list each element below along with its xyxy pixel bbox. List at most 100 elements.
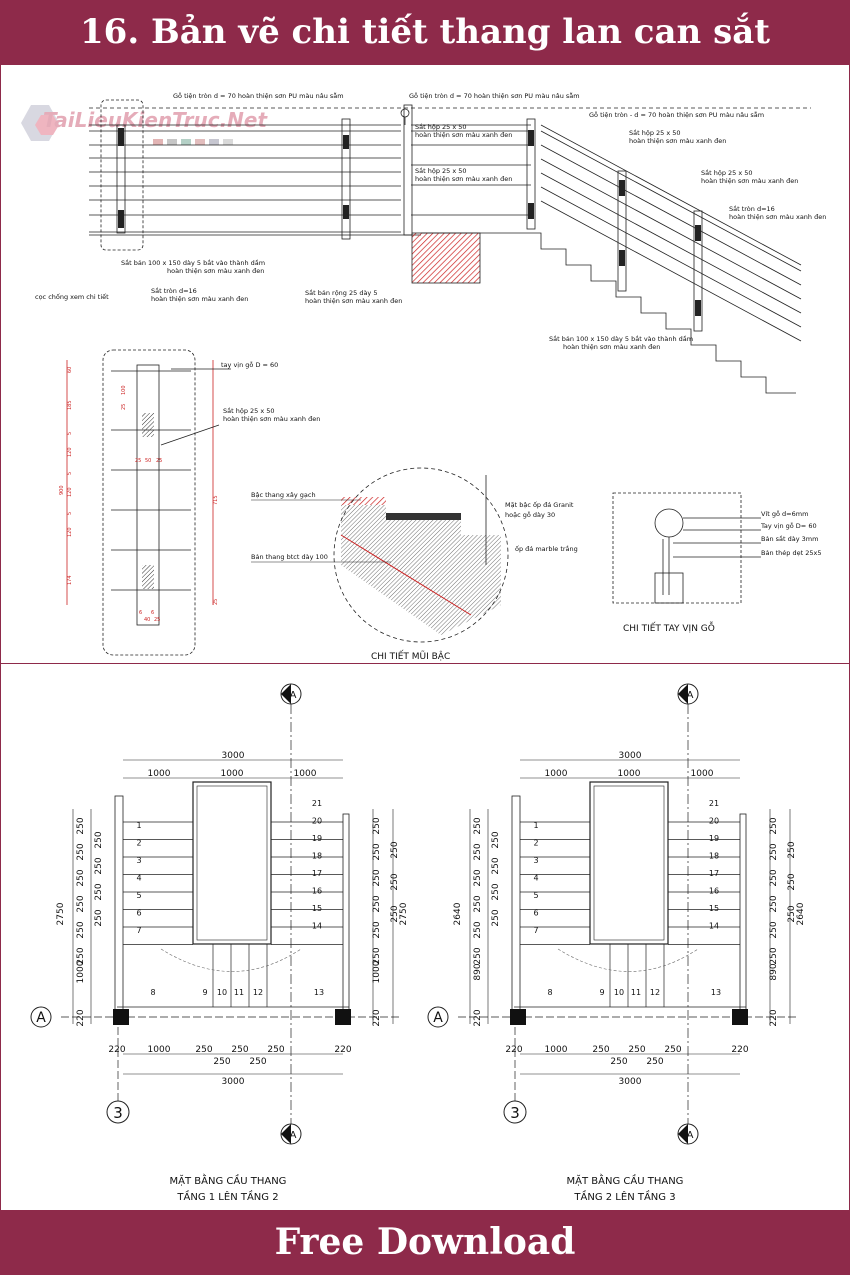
step-number: 7	[136, 926, 141, 935]
railing-details-panel: TaiLieuKienTruc.Net	[0, 64, 850, 664]
note: Sắt tròn d=16	[151, 286, 197, 295]
dim-left: 250	[473, 947, 483, 964]
dim-top-total: 3000	[619, 751, 642, 761]
dim-top: 1000	[618, 769, 641, 779]
dim: 5	[67, 432, 73, 435]
note: Gỗ tiện tròn - d = 70 hoàn thiện sơn PU …	[589, 110, 764, 119]
grid-row-label: A	[36, 1010, 46, 1026]
dim-bottom-sub: 250	[213, 1057, 230, 1067]
dim-left-inner: 250	[94, 831, 104, 848]
post-detail-labels: tay vịn gỗ D = 60 Sắt hộp 25 x 50 hoàn t…	[221, 360, 320, 423]
dim-bottom: 250	[664, 1045, 681, 1055]
note: Sắt bản rộng 25 dày 5	[305, 288, 377, 297]
dim-bottom: 220	[334, 1045, 351, 1055]
note: Sắt bản 100 x 150 dày 5 bắt vào thành dầ…	[549, 334, 693, 343]
handrail-detail	[612, 492, 761, 604]
step-number: 14	[312, 922, 322, 931]
plan-title: MẶT BẰNG CẦU THANG	[567, 1173, 684, 1187]
note: Sắt hộp 25 x 50	[415, 122, 467, 131]
grid-col-label: 3	[510, 1104, 520, 1122]
step-number: 1	[136, 821, 141, 830]
watermark-logo: TaiLieuKienTruc.Net	[21, 105, 268, 145]
dim: 5	[67, 472, 73, 475]
section-marker-arrow	[281, 684, 291, 704]
note: Gỗ tiện tròn d = 70 hoàn thiện sơn PU mà…	[173, 91, 344, 100]
grid-row-label: A	[433, 1010, 443, 1026]
dim-right-total: 2640	[796, 902, 806, 925]
dim-left-total: 2640	[453, 902, 463, 925]
dim-total: 900	[59, 485, 65, 495]
dim-right: 220	[769, 1009, 779, 1026]
dim: 120	[67, 487, 73, 497]
dim: 174	[67, 575, 73, 585]
step-number: 19	[312, 834, 322, 843]
dim: 25	[213, 599, 219, 605]
dim-right: 250	[769, 817, 779, 834]
dim-left: 250	[76, 921, 86, 938]
step-number: 21	[312, 799, 322, 808]
dim-right-inner: 250	[390, 905, 400, 922]
box-finish-label: hoàn thiện sơn màu xanh đen	[223, 415, 320, 423]
dim-bottom: 220	[108, 1045, 125, 1055]
stair-well-inner	[196, 785, 268, 941]
plan-subtitle: TẦNG 2 LÊN TẦNG 3	[573, 1189, 675, 1203]
dim-left-inner: 250	[94, 883, 104, 900]
nosing-detail	[333, 467, 509, 643]
note: hoàn thiện sơn màu xanh đen	[563, 343, 660, 351]
label: Vít gỗ d=6mm	[761, 509, 808, 518]
page-title-banner: 16. Bản vẽ chi tiết thang lan can sắt	[0, 0, 850, 64]
note: Gỗ tiện tròn d = 70 hoàn thiện sơn PU mà…	[409, 91, 580, 100]
dim-left-inner: 250	[94, 909, 104, 926]
dim-bottom-sub: 250	[610, 1057, 627, 1067]
stair-well	[589, 781, 669, 945]
step-number: 10	[217, 988, 227, 997]
handrail-labels: Vít gỗ d=6mm Tay vịn gỗ D= 60 Bản sắt dà…	[623, 509, 821, 634]
dim-right: 250	[769, 921, 779, 938]
download-label[interactable]: Free Download	[274, 1221, 576, 1263]
landing-arc	[160, 948, 302, 972]
step-number: 11	[234, 988, 244, 997]
plan-title: MẶT BẰNG CẦU THANG	[170, 1173, 287, 1187]
nosing-title: CHI TIẾT MŨI BẬC	[371, 650, 450, 662]
step-number: 20	[709, 817, 719, 826]
dim-bottom: 250	[231, 1045, 248, 1055]
dim: 6	[139, 610, 142, 616]
dim-bottom: 220	[731, 1045, 748, 1055]
section-mark-label: A	[290, 690, 297, 701]
dim-left-inner: 250	[491, 883, 501, 900]
label: Tay vịn gỗ D= 60	[760, 521, 817, 530]
dim-left: 250	[473, 895, 483, 912]
dim-right-inner: 250	[390, 873, 400, 890]
dim: 40	[144, 617, 150, 623]
dim-top: 1000	[691, 769, 714, 779]
dim-left-inner: 250	[94, 857, 104, 874]
label: Bậc thang xây gạch	[251, 491, 316, 499]
step-number: 16	[312, 887, 322, 896]
step-number: 8	[547, 988, 552, 997]
step-number: 21	[709, 799, 719, 808]
dim: 60	[67, 367, 73, 373]
note: hoàn thiện sơn màu xanh đen	[729, 213, 826, 221]
label: Bản sắt dày 3mm	[761, 534, 818, 543]
step-number: 6	[136, 909, 141, 918]
dim-left: 250	[473, 843, 483, 860]
dim: 6	[151, 610, 154, 616]
download-banner[interactable]: Free Download	[0, 1211, 850, 1275]
dim-left: 250	[473, 921, 483, 938]
dim-top: 1000	[221, 769, 244, 779]
section-mark-label: A	[687, 1130, 694, 1141]
watermark-text: TaiLieuKienTruc.Net	[43, 108, 268, 132]
column	[510, 1009, 526, 1025]
step-number: 3	[533, 856, 538, 865]
dim-right-inner: 250	[787, 841, 797, 858]
note: hoàn thiện sơn màu xanh đen	[629, 137, 726, 145]
grid-bubble-a	[30, 1006, 52, 1028]
column	[335, 1009, 351, 1025]
note: Sắt tròn d=16	[729, 204, 775, 213]
step-number: 7	[533, 926, 538, 935]
dim-bottom-sub: 250	[646, 1057, 663, 1067]
elevation-notes: Gỗ tiện tròn d = 70 hoàn thiện sơn PU mà…	[35, 91, 826, 351]
dim-right: 250	[372, 947, 382, 964]
dim: 120	[67, 527, 73, 537]
step-number: 3	[136, 856, 141, 865]
